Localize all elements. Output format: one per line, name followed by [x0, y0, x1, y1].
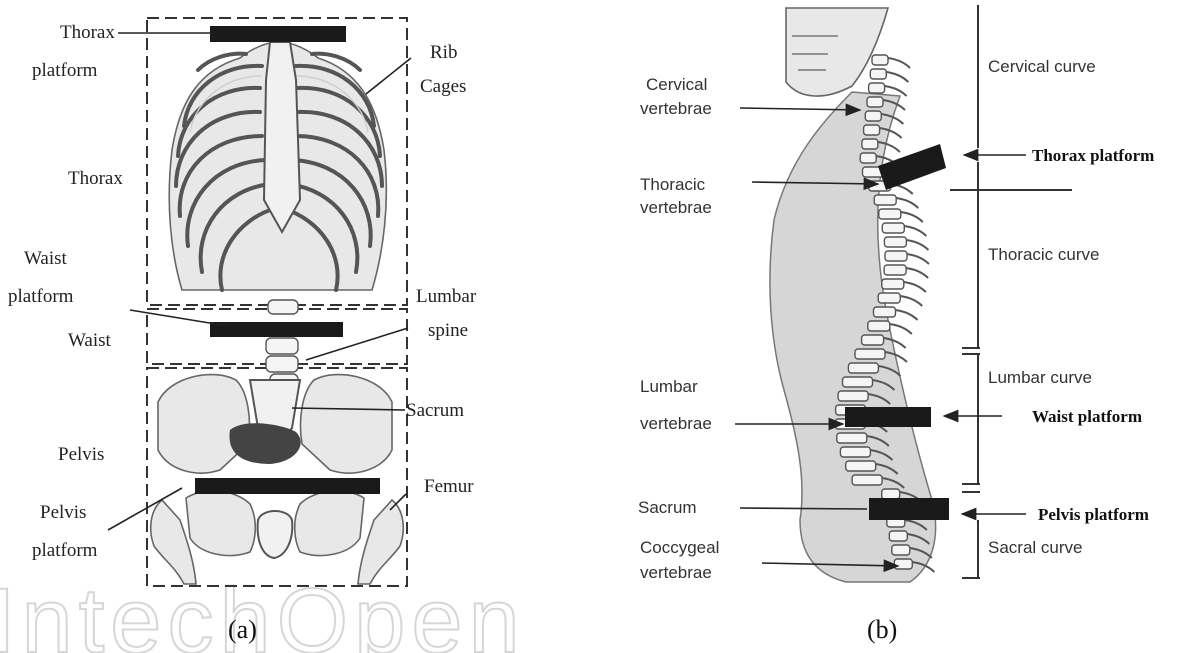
label-pelvis-platform-b: Pelvis platform: [1038, 505, 1149, 524]
label-thorax-platform-1: Thorax: [60, 22, 115, 43]
vertebra: [846, 461, 876, 471]
vertebra: [840, 447, 870, 457]
vertebra: [862, 335, 884, 345]
vertebra: [855, 349, 885, 359]
vertebra: [874, 307, 896, 317]
label-sacral-curve: Sacral curve: [988, 538, 1082, 557]
label-lumbar-spine-2: spine: [428, 320, 468, 341]
panel-b: Cervical vertebrae Thoracic vertebrae Lu…: [638, 5, 1154, 644]
leader-sacrum-b: [740, 508, 867, 509]
label-waist-platform-2: platform: [8, 286, 74, 307]
label-waist-platform-1: Waist: [24, 248, 68, 269]
label-lumbar-vertebrae-2: vertebrae: [640, 414, 712, 433]
vertebra: [868, 321, 890, 331]
label-cervical-vertebrae-2: vertebrae: [640, 99, 712, 118]
vertebra: [864, 125, 880, 135]
label-sacrum-b: Sacrum: [638, 498, 697, 517]
vertebra: [862, 139, 878, 149]
label-pelvis: Pelvis: [58, 444, 104, 465]
pelvis-platform-bar-b: [869, 498, 949, 520]
vertebra: [838, 391, 868, 401]
vertebra: [872, 55, 888, 65]
rib-cage-illustration: [169, 42, 386, 290]
vertebra: [879, 209, 901, 219]
panel-a: Thorax platform Rib Cages Thorax Waist p…: [8, 18, 477, 644]
vertebra: [889, 531, 907, 541]
vertebra: [884, 237, 906, 247]
label-sacrum: Sacrum: [406, 400, 464, 421]
watermark: IntechOpen: [0, 570, 526, 653]
thorax-platform-bar: [210, 26, 346, 42]
lumbar-spine-illustration: [266, 300, 298, 388]
label-lumbar-vertebrae-1: Lumbar: [640, 377, 698, 396]
spinous-process: [906, 240, 928, 250]
vertebra: [878, 293, 900, 303]
label-coccygeal-vertebrae-1: Coccygeal: [640, 538, 719, 557]
vertebra: [848, 363, 878, 373]
spinous-process: [900, 296, 922, 306]
caption-a: (a): [228, 615, 257, 644]
spinous-process: [904, 226, 926, 236]
vertebra: [843, 377, 873, 387]
vertebra: [884, 265, 906, 275]
vertebra: [894, 559, 912, 569]
pelvis-platform-bar: [195, 478, 380, 494]
spinous-process: [886, 72, 908, 82]
spinous-process: [896, 310, 918, 320]
label-waist-platform-b: Waist platform: [1032, 407, 1142, 426]
spinous-process: [906, 268, 928, 278]
vertebra: [874, 195, 896, 205]
vertebra: [885, 251, 907, 261]
vertebra: [870, 69, 886, 79]
vertebra: [837, 433, 867, 443]
label-thorax-platform-2: platform: [32, 60, 98, 81]
vertebra: [869, 83, 885, 93]
vertebra: [865, 111, 881, 121]
label-rib-cages-1: Rib: [430, 42, 457, 63]
curve-brackets: [950, 5, 1072, 578]
label-thorax: Thorax: [68, 168, 123, 189]
waist-platform-bar-b: [845, 407, 931, 427]
thorax-platform-bar-b: [878, 144, 946, 190]
vertebra: [860, 153, 876, 163]
spinous-process: [901, 212, 923, 222]
spinous-process: [907, 254, 929, 264]
label-cervical-curve: Cervical curve: [988, 57, 1096, 76]
caption-b: (b): [867, 615, 897, 644]
vertebra: [892, 545, 910, 555]
label-femur: Femur: [424, 476, 474, 497]
vertebra: [867, 97, 883, 107]
spinous-process: [904, 282, 926, 292]
label-lumbar-curve: Lumbar curve: [988, 368, 1092, 387]
label-rib-cages-2: Cages: [420, 76, 466, 97]
label-thorax-platform-b: Thorax platform: [1032, 146, 1154, 165]
label-lumbar-spine-1: Lumbar: [416, 286, 477, 307]
label-thoracic-vertebrae-2: vertebrae: [640, 198, 712, 217]
waist-platform-bar: [210, 322, 343, 337]
label-coccygeal-vertebrae-2: vertebrae: [640, 563, 712, 582]
vertebra: [852, 475, 882, 485]
spinous-process: [888, 58, 910, 68]
label-pelvis-platform-2: platform: [32, 540, 98, 561]
leader-waist-platform: [130, 310, 228, 326]
label-thoracic-curve: Thoracic curve: [988, 245, 1099, 264]
spinous-process: [890, 324, 912, 334]
label-cervical-vertebrae-1: Cervical: [646, 75, 707, 94]
label-thoracic-vertebrae-1: Thoracic: [640, 175, 706, 194]
label-waist: Waist: [68, 330, 112, 351]
leader-rib-cages: [366, 58, 411, 94]
vertebra: [882, 489, 900, 499]
label-pelvis-platform-1: Pelvis: [40, 502, 86, 523]
vertebra: [882, 279, 904, 289]
spinous-process: [896, 198, 918, 208]
sternum: [264, 42, 300, 232]
vertebra: [882, 223, 904, 233]
